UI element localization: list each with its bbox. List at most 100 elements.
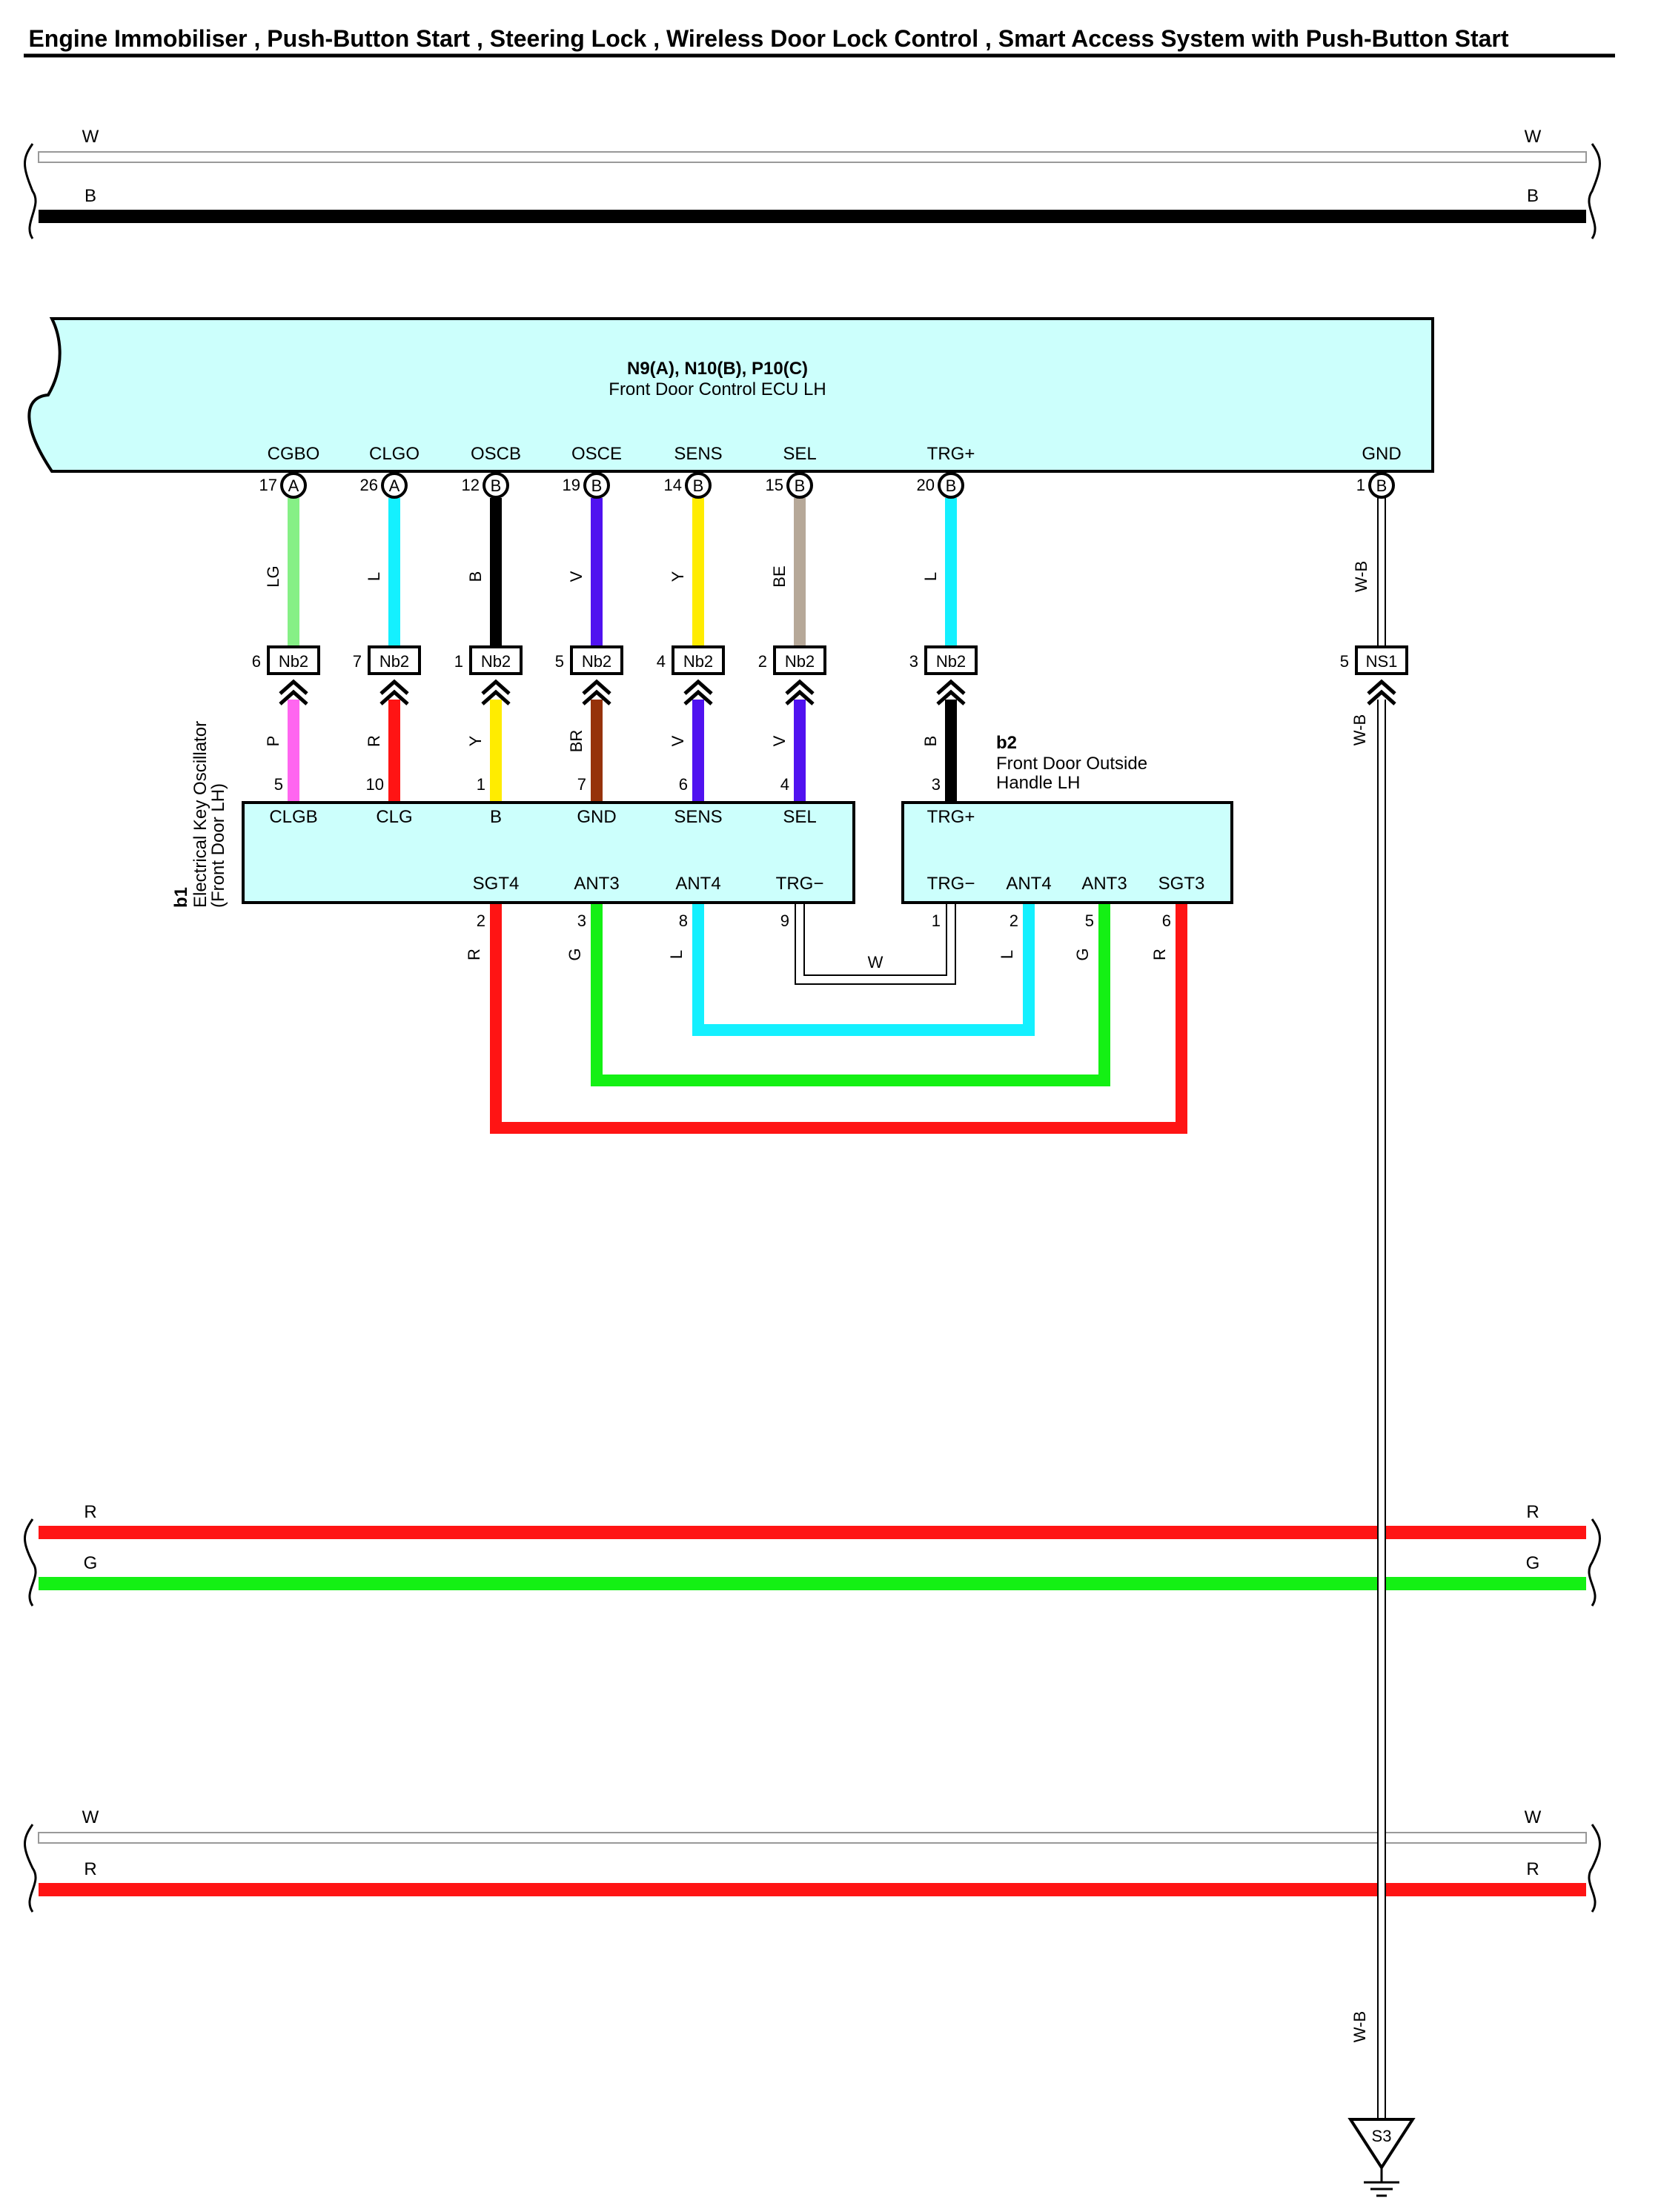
- ecu-connector-circle: [483, 472, 509, 499]
- ecu-pin-name: OSCE: [571, 444, 622, 464]
- junction-chevron: [481, 679, 511, 705]
- lower-wire-color-label: V: [770, 735, 789, 746]
- b2-bottom-wire-label: R: [1150, 949, 1169, 960]
- junction-name: Nb2: [279, 652, 308, 671]
- ecu-pin-number: 19: [563, 476, 580, 494]
- ecu-id: N9(A), N10(B), P10(C): [627, 359, 808, 379]
- ecu-connector-circle: [1368, 472, 1395, 499]
- upper-wire-color-label: W-B: [1352, 561, 1370, 592]
- upper-wire-color-label: V: [567, 571, 586, 582]
- ecu-pin-name: SEL: [783, 444, 816, 464]
- bus-wire-b: [39, 210, 1586, 223]
- bus-label-left: B: [84, 186, 96, 206]
- b2-bottom-pin-name: ANT4: [1006, 874, 1051, 894]
- ecu-connector-letter: A: [288, 476, 299, 495]
- bus-label-left: W: [82, 1807, 99, 1827]
- b1-pin-name: SEL: [783, 807, 816, 827]
- junction-connector: [267, 645, 320, 675]
- bus-label-left: W: [82, 127, 99, 147]
- bus-break-mark: [1588, 143, 1601, 239]
- b1-name-line1: Electrical Key Oscillator: [190, 721, 210, 908]
- b1-pin-name: GND: [577, 807, 616, 827]
- ecu-connector-letter: B: [591, 476, 603, 495]
- b1-bottom-wire-label: R: [465, 949, 483, 960]
- ecu-name: Front Door Control ECU LH: [609, 379, 826, 399]
- ecu-box: [27, 317, 1434, 473]
- bus-wire-r: [39, 1883, 1586, 1896]
- ecu-connector-circle: [280, 472, 307, 499]
- junction-pin-number: 5: [1340, 652, 1349, 671]
- b1-pin-number: 5: [274, 775, 283, 794]
- b1-pin-number: 4: [780, 775, 789, 794]
- b2-name-line2: Handle LH: [996, 773, 1080, 793]
- bus-label-left: R: [84, 1859, 96, 1879]
- junction-pin-number: 5: [555, 652, 564, 671]
- b1-bottom-pin-name: SGT4: [473, 874, 520, 894]
- ecu-connector-letter: B: [795, 476, 806, 495]
- junction-connector: [469, 645, 523, 675]
- ecu-pin-name: CLGO: [369, 444, 420, 464]
- b2-bottom-wire-label: G: [1073, 948, 1092, 960]
- junction-connector: [672, 645, 725, 675]
- b1-pin-name: B: [490, 807, 502, 827]
- ecu-connector-circle: [786, 472, 813, 499]
- junction-name: Nb2: [683, 652, 713, 671]
- b2-bottom-pin-number: 6: [1162, 911, 1171, 930]
- b1-pin-number: 10: [366, 775, 384, 794]
- b1-box: [242, 801, 855, 904]
- ecu-connector-circle: [381, 472, 408, 499]
- b1-bottom-pin-number: 8: [679, 911, 688, 930]
- bus-wire-g: [39, 1577, 1586, 1590]
- trg-loop-color-label: W: [868, 953, 883, 972]
- junction-chevron: [683, 679, 713, 705]
- bus-label-right: B: [1527, 186, 1539, 206]
- b1-pin-number: 6: [679, 775, 688, 794]
- b2-box: [901, 801, 1233, 904]
- junction-chevron: [785, 679, 815, 705]
- bus-break-mark: [1588, 1824, 1601, 1913]
- b1-pin-number: 7: [577, 775, 586, 794]
- bus-label-right: R: [1526, 1502, 1539, 1522]
- b2-pin-name: TRG+: [927, 807, 975, 827]
- junction-connector: [1355, 645, 1408, 675]
- b2-bottom-pin-number: 2: [1009, 911, 1018, 930]
- lower-wire-color-label: V: [669, 735, 687, 746]
- trg-loop-wire: [796, 903, 955, 983]
- ecu-pin-name: SENS: [674, 444, 722, 464]
- ant3-loop-wire: [591, 903, 1110, 1086]
- b1-bottom-wire-label: L: [667, 950, 686, 959]
- ecu-connector-circle: [583, 472, 610, 499]
- bus-break-mark: [1588, 1518, 1601, 1607]
- bus-label-right: R: [1526, 1859, 1539, 1879]
- junction-connector: [773, 645, 826, 675]
- junction-pin-number: 2: [758, 652, 767, 671]
- ground-name: S3: [1372, 2127, 1392, 2145]
- ground-triangle: [1347, 2118, 1416, 2171]
- bus-lines: [24, 143, 1601, 1913]
- ecu-pin-number: 17: [259, 476, 277, 494]
- b1-bottom-pin-name: TRG−: [776, 874, 824, 894]
- ant4-loop-wire: [692, 903, 1035, 1036]
- b1-code: b1: [171, 887, 191, 908]
- bus-wire-w: [38, 151, 1587, 163]
- ecu-connector-circle: [938, 472, 964, 499]
- ecu-pin-number: 1: [1356, 476, 1365, 494]
- bus-wire-w: [38, 1832, 1587, 1844]
- ecu-pin-number: 14: [664, 476, 682, 494]
- junction-chevron: [379, 679, 409, 705]
- b2-bottom-pin-name: TRG−: [927, 874, 975, 894]
- ecu-pin-name: GND: [1362, 444, 1401, 464]
- ecu-connector-letter: B: [693, 476, 704, 495]
- ecu-pin-number: 20: [917, 476, 935, 494]
- b1-pin-name: SENS: [674, 807, 722, 827]
- junction-pin-number: 4: [657, 652, 666, 671]
- b2-bottom-pin-name: ANT3: [1081, 874, 1127, 894]
- junction-pin-number: 3: [909, 652, 918, 671]
- b2-pin-number: 3: [932, 775, 941, 794]
- lower-wire-color-label: Y: [466, 735, 485, 746]
- lower-wire-color-label: R: [365, 735, 383, 747]
- b1-bottom-pin-name: ANT3: [574, 874, 619, 894]
- upper-wire-color-label: BE: [770, 565, 789, 587]
